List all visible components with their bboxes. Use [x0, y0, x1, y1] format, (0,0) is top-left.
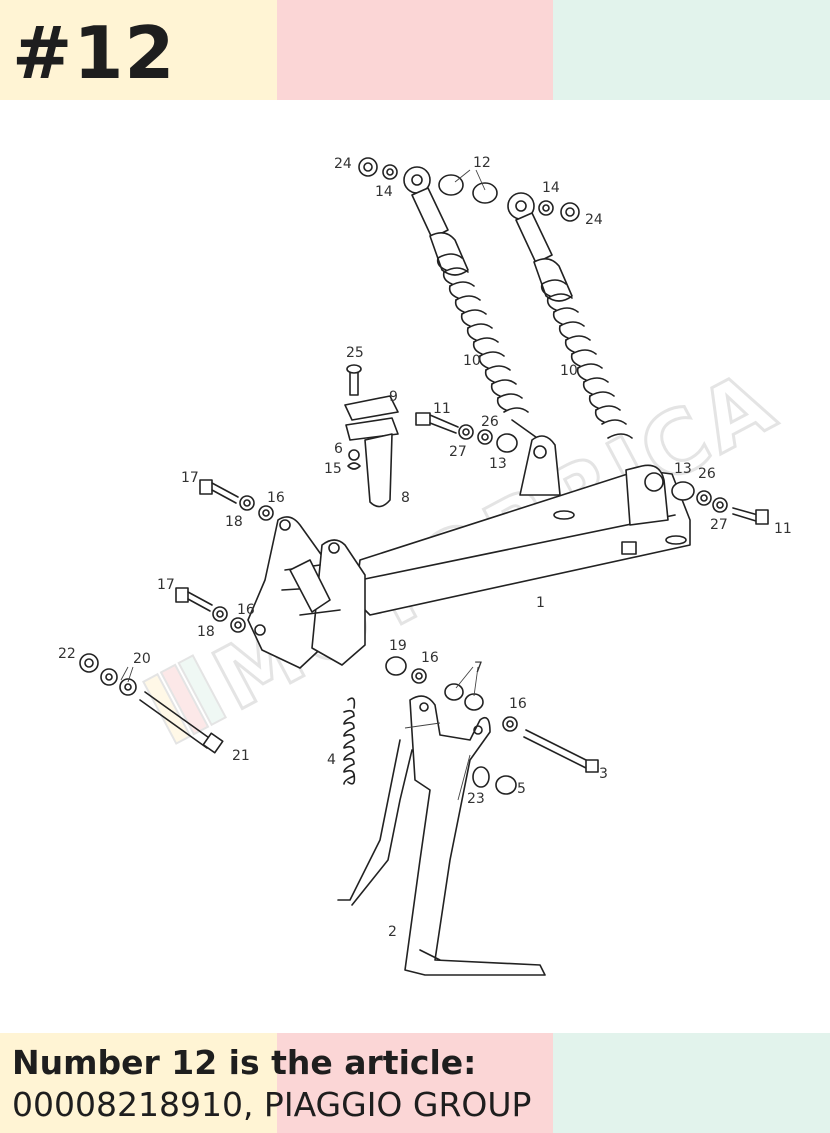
centre-stand	[337, 683, 599, 976]
header-band-mint	[553, 0, 830, 100]
callout-18b: 18	[197, 624, 215, 640]
shock-absorber-left	[403, 166, 541, 451]
bolt-17-upper	[199, 479, 274, 521]
caption-article-number: 00008218910, PIAGGIO GROUP	[12, 1085, 532, 1124]
callout-7: 7	[474, 660, 483, 676]
bracket-assembly	[344, 364, 399, 508]
callout-17b: 17	[157, 577, 175, 593]
callout-1: 1	[536, 595, 545, 611]
callout-26a: 26	[481, 414, 499, 430]
callout-25: 25	[346, 345, 364, 361]
long-bolt-21	[79, 653, 224, 754]
spring-4	[343, 697, 356, 785]
bolt-17-lower	[175, 587, 246, 633]
callout-16c: 16	[421, 650, 439, 666]
callout-11b: 11	[774, 521, 792, 537]
spacer-19	[385, 656, 427, 684]
callout-13a: 13	[489, 456, 507, 472]
callout-27b: 27	[710, 517, 728, 533]
callout-17a: 17	[181, 470, 199, 486]
callout-10b: 10	[560, 363, 578, 379]
callout-3: 3	[599, 766, 608, 782]
callout-27a: 27	[449, 444, 467, 460]
caption-heading: Number 12 is the article:	[12, 1043, 477, 1082]
header-band-yellow	[0, 0, 277, 100]
callout-14a: 14	[375, 184, 393, 200]
callout-18a: 18	[225, 514, 243, 530]
callout-20: 20	[133, 651, 151, 667]
callout-24b: 24	[585, 212, 603, 228]
callout-24a: 24	[334, 156, 352, 172]
callout-19: 19	[389, 638, 407, 654]
callout-2: 2	[388, 924, 397, 940]
callout-6: 6	[334, 441, 343, 457]
footer-band-mint	[553, 1033, 830, 1133]
callout-labels: 24 14 12 14 24 25 9 10 10 11 26 27 13 6 …	[58, 155, 792, 940]
footer-band-pink	[276, 1033, 554, 1133]
top-hardware	[358, 157, 580, 222]
callout-16d: 16	[509, 696, 527, 712]
article-caption: Number 12 is the article: 00008218910, P…	[12, 1042, 531, 1126]
callout-8: 8	[401, 490, 410, 506]
leader-lines	[120, 169, 486, 801]
callout-21: 21	[232, 748, 250, 764]
callout-5: 5	[517, 781, 526, 797]
header-band-pink	[276, 0, 554, 100]
callout-12: 12	[473, 155, 491, 171]
page-title: #12	[12, 11, 176, 95]
header-band	[0, 0, 830, 100]
callout-13b: 13	[674, 461, 692, 477]
callout-26b: 26	[698, 466, 716, 482]
bolt-11-lower	[671, 481, 769, 525]
callout-4: 4	[327, 752, 336, 768]
callout-14b: 14	[542, 180, 560, 196]
callout-9: 9	[389, 389, 398, 405]
exploded-parts-diagram: MOTOBRICA	[58, 155, 794, 976]
callout-15: 15	[324, 461, 342, 477]
callout-22: 22	[58, 646, 76, 662]
callout-16a: 16	[267, 490, 285, 506]
callout-23: 23	[467, 791, 485, 807]
footer-band	[0, 1033, 830, 1133]
shock-absorber-right	[507, 192, 633, 439]
callout-11a: 11	[433, 401, 451, 417]
footer-band-yellow	[0, 1033, 277, 1133]
bolt-11-upper	[415, 412, 518, 453]
swing-arm	[247, 435, 691, 669]
callout-16b: 16	[237, 602, 255, 618]
callout-10a: 10	[463, 353, 481, 369]
